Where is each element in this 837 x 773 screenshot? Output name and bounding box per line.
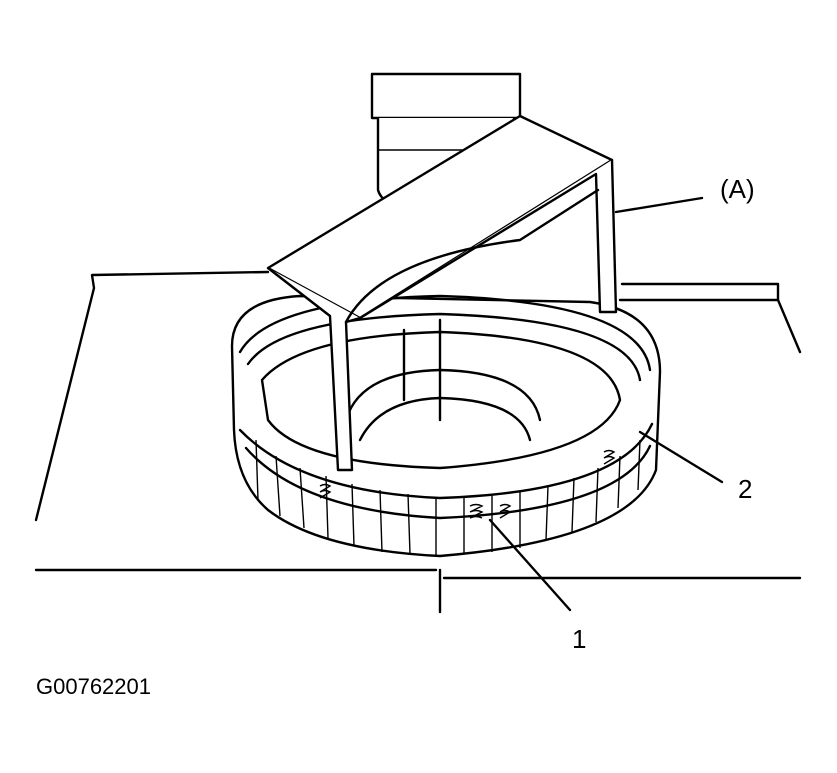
figure-id: G00762201 (36, 674, 151, 699)
callout-label-2: 2 (738, 474, 753, 504)
clutch-housing (230, 294, 662, 558)
callout-leaders (488, 196, 724, 612)
callout-label-a: (A) (720, 174, 755, 204)
compressor-tool (266, 72, 618, 472)
return-springs (319, 449, 616, 519)
work-table (34, 270, 802, 614)
housing-splines (255, 439, 641, 556)
housing-bore (344, 318, 542, 442)
callout-label-1: 1 (572, 624, 587, 654)
